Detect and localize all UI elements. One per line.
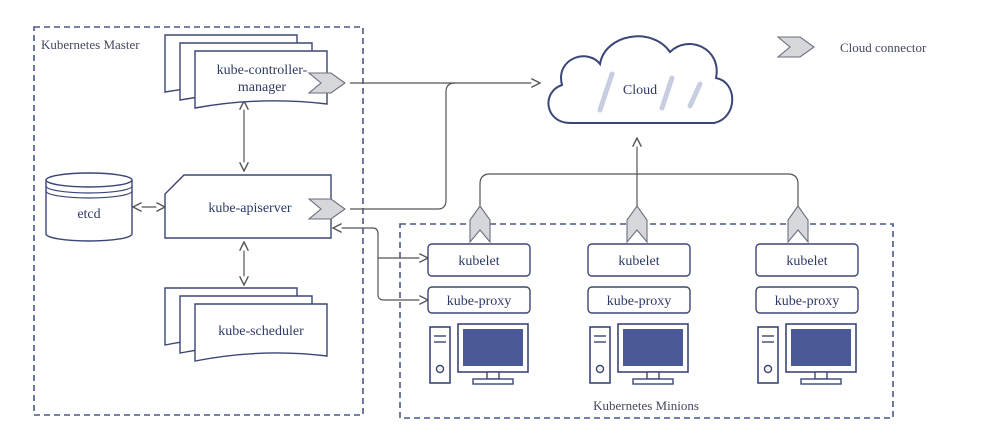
minion-3: kubelet kube-proxy [755,205,859,385]
kubelet-2-connector [626,205,648,243]
kubelet-3-label: kubelet [786,254,827,269]
computer-2-icon [589,323,689,385]
apiserver-label: kube-apiserver [208,201,292,216]
minions-boundary [399,223,894,419]
minion-2: kubelet kube-proxy [587,205,691,385]
cloud-connector-icon [777,36,815,58]
controller-manager-label-2: manager [238,80,287,95]
legend-label: Cloud connector [840,40,927,55]
kubelet-1-connector [469,205,491,243]
computer-3-icon [757,323,857,385]
etcd-label: etcd [77,207,100,222]
cloud-label: Cloud [623,83,657,98]
minion-1: kubelet kube-proxy [427,205,531,385]
master-boundary [33,26,364,416]
kubelet-2-label: kubelet [618,254,659,269]
proxy-2-label: kube-proxy [607,294,672,309]
etcd-node: etcd [45,172,133,242]
master-title: Kubernetes Master [41,37,140,52]
proxy-1-label: kube-proxy [447,294,512,309]
apiserver-node: kube-apiserver [164,174,332,239]
computer-1-icon [429,323,529,385]
cloud-node: Cloud [547,35,734,124]
legend: Cloud connector [777,36,927,58]
proxy-3-label: kube-proxy [775,294,840,309]
scheduler-label: kube-scheduler [218,324,304,339]
scheduler-node: kube-scheduler [164,287,328,362]
controller-manager-label-1: kube-controller- [217,63,308,78]
kubelet-1-label: kubelet [458,254,499,269]
connections [133,83,799,300]
controller-manager-node: kube-controller- manager [164,34,328,109]
kubelet-3-connector [787,205,809,243]
minions-title: Kubernetes Minions [593,398,699,413]
